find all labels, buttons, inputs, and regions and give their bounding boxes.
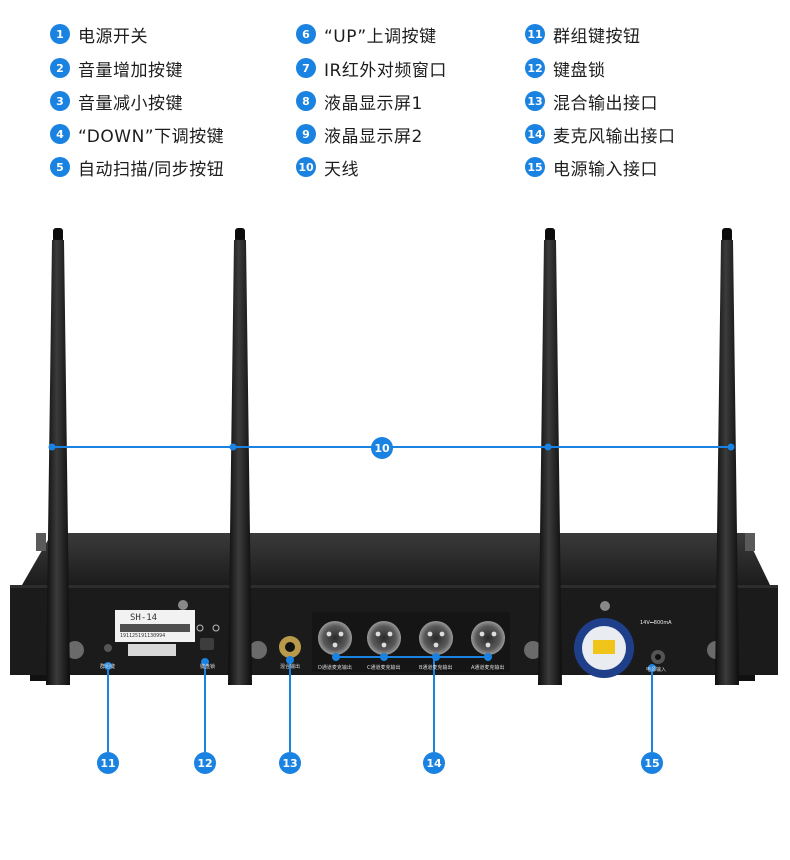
panel-label-ch-b: B通道麦克输出: [419, 665, 453, 671]
xlr-connector-d[interactable]: [318, 621, 352, 655]
legend-number: 3: [50, 91, 70, 111]
antenna-2: [228, 228, 252, 685]
panel-label-mix-out: 混合输出: [280, 664, 301, 670]
legend-label: 天线: [324, 159, 359, 180]
legend-item: 3 音量减小按键: [50, 89, 183, 114]
legend-label: 电源开关: [78, 26, 148, 47]
legend-number: 8: [296, 91, 316, 111]
rack-ear-left: [36, 533, 46, 551]
callout-mix-output: 13: [279, 752, 301, 774]
legend-number: 11: [525, 24, 545, 44]
callout-keylock: 12: [194, 752, 216, 774]
legend-label: IR红外对频窗口: [324, 60, 447, 81]
legend-number: 7: [296, 58, 316, 78]
panel-label-power-in: 电源输入: [646, 667, 667, 673]
unlock-icon: [196, 624, 204, 632]
legend-label: 键盘锁: [553, 60, 606, 81]
antenna-1: [46, 228, 70, 685]
rack-ear-right: [745, 533, 755, 551]
legend-item: 11 群组键按钮: [525, 22, 641, 47]
device-top-cover: [22, 533, 770, 585]
legend-label: 混合输出接口: [553, 93, 658, 114]
legend-label: “UP”上调按键: [324, 26, 437, 47]
legend-item: 7 IR红外对频窗口: [296, 56, 447, 81]
panel-label-ch-c: C通道麦克输出: [367, 665, 401, 671]
legend-number: 1: [50, 24, 70, 44]
screw: [600, 601, 610, 611]
legend-item: 6 “UP”上调按键: [296, 22, 437, 47]
model-number: SH-14: [130, 613, 158, 623]
antenna-connector: [66, 641, 84, 659]
legend-number: 15: [525, 157, 545, 177]
legend-number: 4: [50, 124, 70, 144]
legend-number: 13: [525, 91, 545, 111]
legend-number: 2: [50, 58, 70, 78]
legend-label: 麦克风输出接口: [553, 126, 676, 147]
callout-antenna: 10: [371, 437, 393, 459]
legend-item: 15 电源输入接口: [525, 155, 658, 180]
legend-item: 12 键盘锁: [525, 56, 606, 81]
legend-label: 电源输入接口: [553, 159, 658, 180]
panel-label-power-spec: 14V⎓800mA: [640, 620, 672, 626]
xlr-connector-c[interactable]: [367, 621, 401, 655]
legend-number: 10: [296, 157, 316, 177]
legend-label: 音量增加按键: [78, 60, 183, 81]
keylock-switch[interactable]: [200, 638, 214, 650]
legend-item: 5 自动扫描/同步按钮: [50, 155, 225, 180]
legend-number: 14: [525, 124, 545, 144]
panel-label-ch-a: A通道麦克输出: [471, 665, 505, 671]
antenna-3: [538, 228, 562, 685]
antenna-connector: [524, 641, 542, 659]
serial-sticker: [128, 644, 176, 656]
group-key-button[interactable]: [104, 644, 112, 652]
legend-item: 14 麦克风输出接口: [525, 122, 676, 147]
lock-icon: [212, 624, 220, 632]
screw: [178, 600, 188, 610]
legend-item: 2 音量增加按键: [50, 56, 183, 81]
panel-label-keylock: 键盘锁: [200, 664, 216, 670]
panel-label-ch-d: D通道麦克输出: [318, 665, 352, 671]
legend-number: 12: [525, 58, 545, 78]
legend-label: 液晶显示屏2: [324, 126, 423, 147]
legend-number: 9: [296, 124, 316, 144]
callout-mic-output: 14: [423, 752, 445, 774]
certification-seal-icon: [574, 618, 634, 678]
legend-label: 自动扫描/同步按钮: [78, 159, 225, 180]
panel-label-group-key: 群组键: [100, 664, 116, 670]
legend-item: 10 天线: [296, 155, 359, 180]
legend-item: 8 液晶显示屏1: [296, 89, 423, 114]
legend-number: 5: [50, 157, 70, 177]
legend-number: 6: [296, 24, 316, 44]
xlr-connector-b[interactable]: [419, 621, 453, 655]
legend-label: “DOWN”下调按键: [78, 126, 225, 147]
antenna-4: [715, 228, 739, 685]
barcode: [120, 624, 190, 632]
callout-power-input: 15: [641, 752, 663, 774]
legend-item: 4 “DOWN”下调按键: [50, 122, 225, 147]
legend-item: 13 混合输出接口: [525, 89, 658, 114]
antenna-connector: [249, 641, 267, 659]
bottom-callout-lines: [104, 653, 656, 752]
device-rear-panel: [10, 585, 778, 681]
legend-label: 音量减小按键: [78, 93, 183, 114]
xlr-connector-a[interactable]: [471, 621, 505, 655]
legend-item: 1 电源开关: [50, 22, 148, 47]
barcode-number: 191125191130994: [120, 633, 166, 639]
callout-group-button: 11: [97, 752, 119, 774]
legend-label: 液晶显示屏1: [324, 93, 423, 114]
legend-item: 9 液晶显示屏2: [296, 122, 423, 147]
antennas: [46, 228, 739, 685]
legend-label: 群组键按钮: [553, 26, 641, 47]
